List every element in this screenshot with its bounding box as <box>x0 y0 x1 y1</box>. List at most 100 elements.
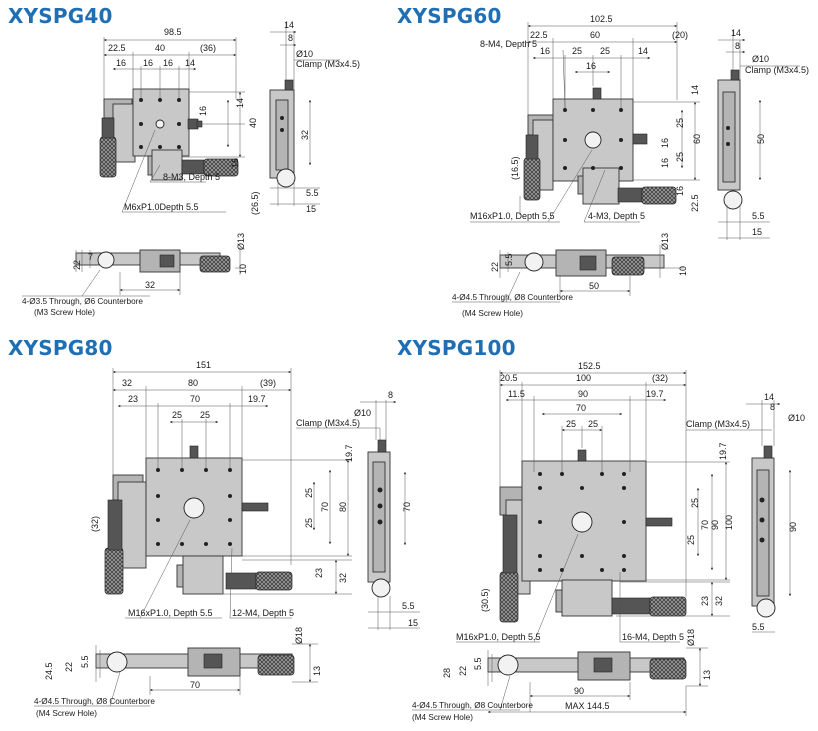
dim-30-5: (30.5) <box>480 588 490 612</box>
dim-16: 16 <box>675 186 685 196</box>
label-16-m4: 16-M4, Depth 5 <box>622 632 684 642</box>
dim-19-7: 19.7 <box>646 389 664 399</box>
dim-60: 60 <box>590 30 600 40</box>
dim-25: 25 <box>200 410 210 420</box>
dim-25: 25 <box>304 518 314 528</box>
label-through-hole: 4-Ø4.5 Through, Ø8 Counterbore <box>34 697 155 706</box>
dim-26-5: (26.5) <box>250 191 260 215</box>
dim-32: (32) <box>90 516 100 532</box>
xyspg40-drawing: 98.5 22.5 40 (36) 16 16 16 14 14 16 40 1… <box>22 20 360 317</box>
title-xyspg60: XYSPG60 <box>397 4 502 28</box>
dim-70: 70 <box>700 520 710 530</box>
dim-5-5: 5.5 <box>306 188 319 198</box>
dim-25: 25 <box>686 535 696 545</box>
dim-25: 25 <box>566 419 576 429</box>
dim-8: 8 <box>770 402 775 412</box>
label-through-hole: 4-Ø4.5 Through, Ø8 Counterbore <box>452 293 573 302</box>
title-xyspg40: XYSPG40 <box>8 4 113 28</box>
dim-90: 90 <box>578 389 588 399</box>
dim-32: 32 <box>338 573 348 583</box>
label-screw-hole: (M4 Screw Hole) <box>412 713 473 722</box>
dim-24-5: 24.5 <box>44 662 54 680</box>
dim-25: 25 <box>675 152 685 162</box>
dim-8: 8 <box>288 33 293 43</box>
dim-90: 90 <box>710 520 720 530</box>
dim-25: 25 <box>304 488 314 498</box>
title-xyspg100: XYSPG100 <box>397 336 516 360</box>
dim-16: 16 <box>586 61 596 71</box>
dim-70: 70 <box>576 403 586 413</box>
dim-19-7: 19.7 <box>344 444 354 462</box>
dim-40: 40 <box>155 43 165 53</box>
dim-11-5: 11.5 <box>508 389 525 399</box>
dim-50: 50 <box>589 281 599 291</box>
dim-15: 15 <box>752 227 762 237</box>
xyspg80-front-view <box>95 647 295 677</box>
xyspg60-front-view <box>499 249 665 277</box>
dim-80: 80 <box>338 502 348 512</box>
xyspg40-top-view <box>99 88 239 181</box>
dim-dia-13: Ø13 <box>236 233 246 250</box>
dim-16: 16 <box>198 106 208 116</box>
xyspg80-side-view <box>367 439 391 598</box>
dim-16: 16 <box>163 58 173 68</box>
xyspg100-top-view <box>499 449 687 623</box>
dim-25: 25 <box>172 410 182 420</box>
xyspg100-front-view <box>487 651 687 681</box>
dim-7: 7 <box>88 252 93 262</box>
dim-19-7: 19.7 <box>718 442 728 460</box>
dim-22: 22 <box>64 662 74 672</box>
dim-32: 32 <box>145 280 155 290</box>
dim-32: 32 <box>300 130 310 140</box>
dim-39: (39) <box>260 378 276 388</box>
dim-13: 13 <box>702 670 712 680</box>
label-through-hole: 4-Ø4.5 Through, Ø8 Counterbore <box>412 701 533 710</box>
dim-16: 16 <box>660 138 670 148</box>
dim-25: 25 <box>675 118 685 128</box>
dim-dia-10: Ø10 <box>354 408 371 418</box>
dim-23: 23 <box>128 394 138 404</box>
dim-19-7: 19.7 <box>248 394 266 404</box>
label-clamp: Clamp (M3x4.5) <box>296 418 360 428</box>
dim-22-5: 22.5 <box>530 30 548 40</box>
dim-16: 16 <box>230 158 240 168</box>
label-screw-hole: (M4 Screw Hole) <box>462 309 523 318</box>
label-m16: M16xP1.0, Depth 5.5 <box>128 608 213 618</box>
dim-32: 32 <box>714 596 724 606</box>
dim-50: 50 <box>756 134 766 144</box>
dim-15: 15 <box>306 204 316 214</box>
dim-20-5: 20.5 <box>500 373 518 383</box>
dim-dia-10: Ø10 <box>752 54 769 64</box>
dim-5-5: 5.5 <box>504 253 514 266</box>
label-clamp: Clamp (M3x4.5) <box>745 65 809 75</box>
xyspg100-side-view <box>751 445 776 618</box>
dim-5-5: 5.5 <box>473 657 483 670</box>
dim-15: 15 <box>408 618 418 628</box>
dim-32: 32 <box>122 378 132 388</box>
dim-14: 14 <box>185 58 195 68</box>
xyspg100-drawing: 152.5 20.5 100 (32) 11.5 90 19.7 70 25 2… <box>412 361 805 722</box>
dim-25: 25 <box>588 419 598 429</box>
dim-25: 25 <box>600 46 610 56</box>
dim-70: 70 <box>190 680 200 690</box>
xyspg60-drawing: 102.5 22.5 60 (20) 16 25 25 14 16 8-M4, … <box>452 14 809 318</box>
dim-13: 13 <box>312 666 322 676</box>
dim-5-5: 5.5 <box>80 655 90 668</box>
label-8-m3: 8-M3, Depth 5 <box>163 172 220 182</box>
xyspg80-top-view <box>104 445 293 595</box>
dim-23: 23 <box>314 568 324 578</box>
dim-25: 25 <box>572 46 582 56</box>
dim-40: 40 <box>248 118 258 128</box>
dim-16: 16 <box>116 58 126 68</box>
dim-14: 14 <box>731 28 741 38</box>
dim-dia-18: Ø18 <box>686 629 696 646</box>
xyspg40-top-dims: 98.5 22.5 40 (36) 16 16 16 14 14 16 40 1… <box>108 27 260 215</box>
dim-22-5: 22.5 <box>690 194 700 212</box>
dim-dia-13: Ø13 <box>660 233 670 250</box>
dim-70: 70 <box>190 394 200 404</box>
dim-98-5: 98.5 <box>164 27 182 37</box>
dim-32: (32) <box>652 373 668 383</box>
label-8-m4: 8-M4, Depth 5 <box>480 39 537 49</box>
dim-22: 22 <box>458 666 468 676</box>
